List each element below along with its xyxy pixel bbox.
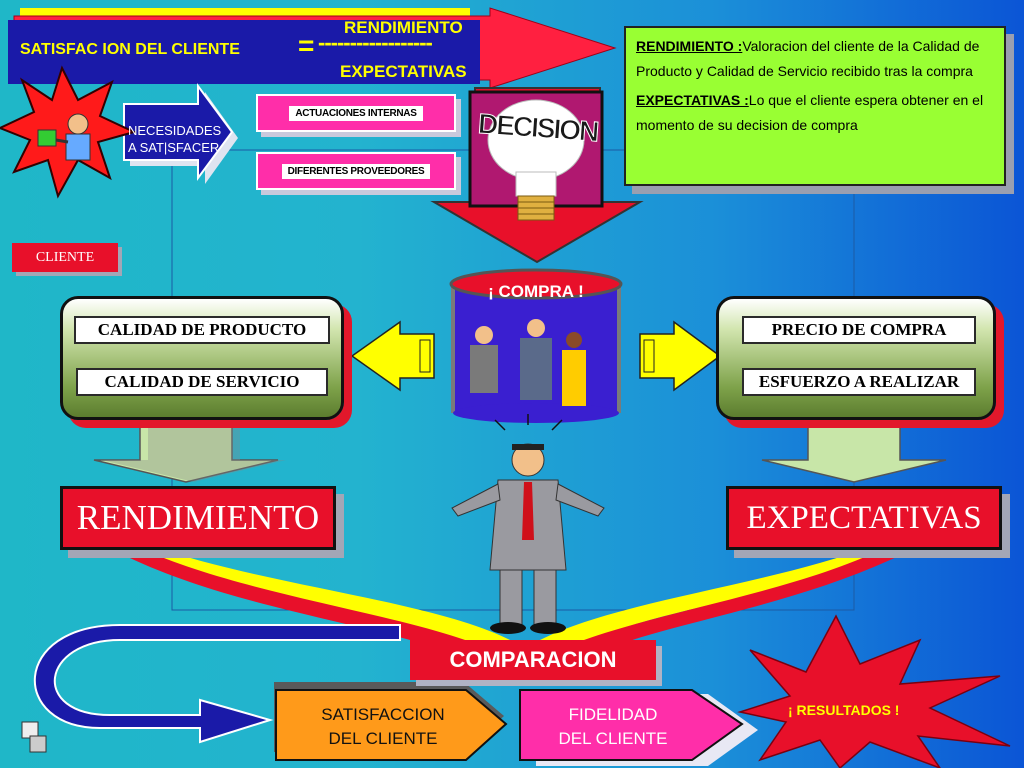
satisfaccion-arrow (275, 689, 508, 761)
expectativas-definition: EXPECTATIVAS :Lo que el cliente espera o… (636, 88, 994, 138)
expectativas-term: EXPECTATIVAS : (636, 92, 749, 108)
cliente-label: CLIENTE (12, 243, 118, 272)
definitions-box: RENDIMIENTO :Valoracion del cliente de l… (624, 26, 1006, 186)
swoosh-right-yellow (540, 545, 905, 650)
swoosh-left-red (110, 548, 500, 662)
header-denominator: EXPECTATIVAS (340, 62, 467, 81)
arrow-left-yellow (350, 320, 435, 392)
comparacion-box: COMPARACION (410, 640, 656, 680)
fidelidad-arrow (519, 689, 744, 761)
rendimiento-text: Valoracion del cliente de la Calidad de … (636, 38, 980, 79)
calidad-servicio-plate: CALIDAD DE SERVICIO (76, 368, 328, 396)
satisfaccion-line-2: DEL CLIENTE (328, 729, 438, 748)
header-dashes: ------------------ (318, 30, 433, 55)
satisfaccion-line-1: SATISFACCION (321, 705, 445, 724)
rendimiento-definition: RENDIMIENTO :Valoracion del cliente de l… (636, 34, 994, 84)
fidelidad-label: FIDELIDAD DEL CLIENTE (528, 703, 698, 751)
bottom-uturn-arrow (34, 624, 401, 744)
compra-label: ¡ COMPRA ! (488, 282, 584, 301)
resultados-label: ¡ RESULTADOS ! (788, 702, 900, 718)
swoosh-left-yellow (120, 545, 510, 650)
header-equals: = (298, 30, 315, 61)
left-quality-panel (60, 296, 344, 420)
fidelidad-line-1: FIDELIDAD (568, 705, 658, 724)
expectativas-text: Lo que el cliente espera obtener en el m… (636, 92, 984, 133)
right-down-arrow (761, 417, 947, 483)
diferentes-proveedores-label: DIFERENTES PROVEEDORES (256, 152, 456, 190)
arrow-right-yellow (639, 320, 722, 392)
header-numerator: RENDIMIENTO (344, 18, 463, 37)
proveedores-text: DIFERENTES PROVEEDORES (281, 163, 431, 179)
resultados-burst (737, 614, 1011, 768)
needs-arrow (123, 82, 234, 182)
needs-line-2: A SAT|SFACER (128, 140, 220, 155)
cliente-star (0, 65, 137, 199)
actuaciones-internas-label: ACTUACIONES INTERNAS (256, 94, 456, 132)
needs-label: NECESIDADES A SAT|SFACER (128, 122, 221, 156)
esfuerzo-plate: ESFUERZO A REALIZAR (742, 368, 976, 396)
precio-compra-plate: PRECIO DE COMPRA (742, 316, 976, 344)
calidad-producto-plate: CALIDAD DE PRODUCTO (74, 316, 330, 344)
satisfaccion-label: SATISFACCION DEL CLIENTE (288, 703, 478, 751)
header-title: SATISFAC ION DEL CLIENTE (20, 41, 240, 58)
money-icon (37, 129, 57, 147)
rendimiento-big-box: RENDIMIENTO (60, 486, 336, 550)
left-down-arrow (93, 417, 279, 483)
header-navy-band (8, 20, 480, 84)
right-cost-panel (716, 296, 996, 420)
corner-logo (21, 721, 47, 753)
lightbulb-icon (487, 99, 585, 221)
needs-line-1: NECESIDADES (128, 123, 222, 138)
handshake-people (470, 319, 586, 406)
rendimiento-term: RENDIMIENTO : (636, 38, 743, 54)
expectativas-big-box: EXPECTATIVAS (726, 486, 1002, 550)
fidelidad-line-2: DEL CLIENTE (558, 729, 668, 748)
cliente-figure (37, 113, 91, 161)
thinking-person (451, 414, 605, 634)
actuaciones-text: ACTUACIONES INTERNAS (289, 105, 423, 121)
swoosh-right-red (550, 548, 915, 662)
